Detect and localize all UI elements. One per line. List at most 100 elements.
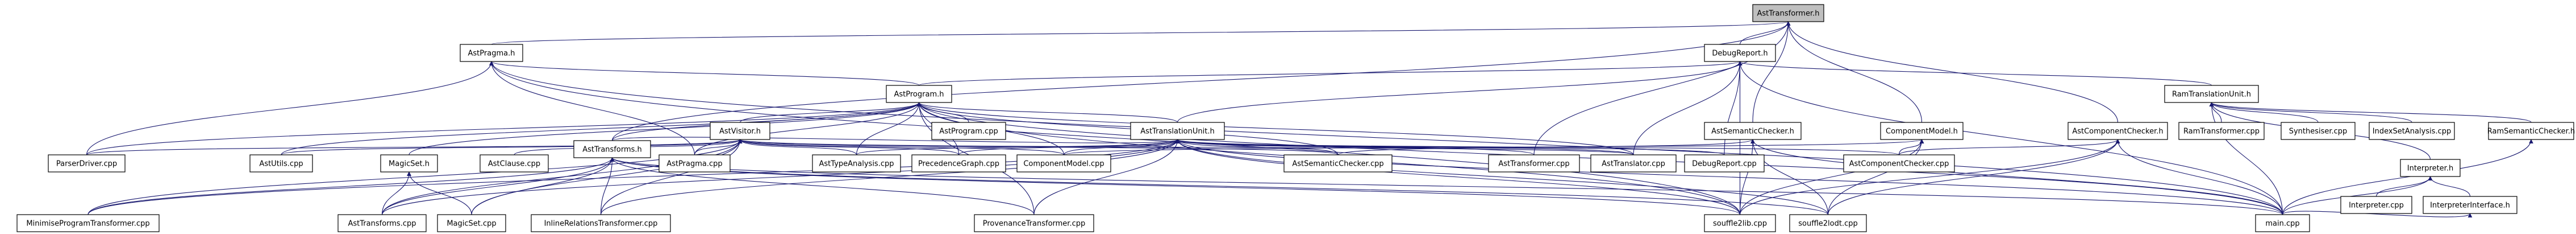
include-edge xyxy=(1033,139,1180,215)
node-box xyxy=(337,214,427,232)
node-box xyxy=(658,154,731,173)
node-synthesiser-cpp[interactable]: Synthesiser.cpp xyxy=(2281,122,2356,140)
node-magicset-h[interactable]: MagicSet.h xyxy=(380,154,438,173)
node-asttransformer-cpp[interactable]: AstTransformer.cpp xyxy=(1488,154,1580,173)
node-asttransforms-h[interactable]: AstTransforms.h xyxy=(573,140,651,158)
node-interpreter-cpp[interactable]: Interpreter.cpp xyxy=(2340,196,2412,214)
node-label: MagicSet.cpp xyxy=(447,220,496,228)
node-box xyxy=(1590,154,1677,173)
node-box xyxy=(1789,214,1867,232)
node-astpragma-cpp[interactable]: AstPragma.cpp xyxy=(658,154,731,173)
include-edge xyxy=(1786,21,1923,123)
include-edge xyxy=(916,102,1339,155)
include-edge xyxy=(491,21,1790,45)
include-edge xyxy=(1739,139,1755,215)
include-edge xyxy=(407,171,472,215)
include-edge xyxy=(600,139,743,215)
node-indexsetanalysis-cpp[interactable]: IndexSetAnalysis.cpp xyxy=(2369,122,2455,140)
include-edge xyxy=(1827,139,2120,215)
node-label: AstTransforms.cpp xyxy=(348,220,416,228)
node-label: IndexSetAnalysis.cpp xyxy=(2373,128,2451,136)
node-astprogram-h[interactable]: AstProgram.h xyxy=(886,85,952,103)
node-inlinerelationstransformer-cpp[interactable]: InlineRelationsTransformer.cpp xyxy=(531,214,671,232)
include-edge xyxy=(610,157,1035,215)
node-parserdriver-cpp[interactable]: ParserDriver.cpp xyxy=(48,154,126,173)
node-debugreport-cpp[interactable]: DebugReport.cpp xyxy=(1684,154,1765,173)
node-label: AstSemanticChecker.h xyxy=(1711,128,1794,136)
node-box xyxy=(2369,122,2455,140)
node-astcomponentchecker-cpp[interactable]: AstComponentChecker.cpp xyxy=(1843,154,1955,173)
node-asttypeanalysis-cpp[interactable]: AstTypeAnalysis.cpp xyxy=(812,154,901,173)
node-box xyxy=(2281,122,2356,140)
include-edge xyxy=(1175,139,2283,215)
node-label: InterpreterInterface.h xyxy=(2430,202,2510,210)
node-label: AstComponentChecker.h xyxy=(2072,128,2163,136)
node-label: AstPragma.h xyxy=(468,50,515,58)
node-souffle2lodt-cpp[interactable]: souffle2lodt.cpp xyxy=(1789,214,1867,232)
node-astvisitor-h[interactable]: AstVisitor.h xyxy=(710,122,770,140)
node-label: ComponentModel.cpp xyxy=(1023,160,1104,169)
node-ramsemanticchecker-h[interactable]: RamSemanticChecker.h xyxy=(2487,122,2575,140)
node-label: AstProgram.cpp xyxy=(939,128,998,136)
node-interpreter-h[interactable]: Interpreter.h xyxy=(2400,159,2461,177)
node-label: main.cpp xyxy=(2265,220,2299,228)
include-edge xyxy=(1737,61,2283,215)
node-label: AstSemanticChecker.cpp xyxy=(1292,160,1383,169)
node-componentmodel-cpp[interactable]: ComponentModel.cpp xyxy=(1016,154,1111,173)
node-main-cpp[interactable]: main.cpp xyxy=(2255,214,2310,232)
node-magicset-cpp[interactable]: MagicSet.cpp xyxy=(437,214,506,232)
include-edge xyxy=(1175,139,1535,155)
include-edge xyxy=(1724,61,1743,155)
include-edge xyxy=(737,139,960,155)
include-edge xyxy=(381,157,615,215)
node-label: RamTransformer.cpp xyxy=(2183,128,2260,136)
node-asttranslationunit-h[interactable]: AstTranslationUnit.h xyxy=(1130,122,1225,140)
include-edge xyxy=(2282,139,2533,215)
node-minimiseprogramtransformer-cpp[interactable]: MinimiseProgramTransformer.cpp xyxy=(16,214,160,232)
node-astsemanticchecker-h[interactable]: AstSemanticChecker.h xyxy=(1704,122,1802,140)
node-precedencegraph-cpp[interactable]: PrecedenceGraph.cpp xyxy=(911,154,1006,173)
include-edge xyxy=(737,139,857,155)
node-asttransforms-cpp[interactable]: AstTransforms.cpp xyxy=(337,214,427,232)
node-ramtransformer-cpp[interactable]: RamTransformer.cpp xyxy=(2178,122,2265,140)
include-edge xyxy=(916,102,1634,155)
node-box xyxy=(480,154,549,173)
node-astclause-cpp[interactable]: AstClause.cpp xyxy=(480,154,549,173)
node-astsemanticchecker-cpp[interactable]: AstSemanticChecker.cpp xyxy=(1283,154,1393,173)
node-label: RamSemanticChecker.h xyxy=(2487,128,2575,136)
node-box xyxy=(812,154,901,173)
include-edge xyxy=(737,139,1065,155)
node-astprogram-cpp[interactable]: AstProgram.cpp xyxy=(931,122,1006,140)
node-label: AstTranslator.cpp xyxy=(1602,160,1665,169)
node-componentmodel-h[interactable]: ComponentModel.h xyxy=(1880,122,1964,140)
node-astcomponentchecker-h[interactable]: AstComponentChecker.h xyxy=(2068,122,2168,140)
node-astutils-cpp[interactable]: AstUtils.cpp xyxy=(249,154,313,173)
node-label: AstClause.cpp xyxy=(488,160,540,169)
node-box xyxy=(2340,196,2412,214)
node-provenancetransformer-cpp[interactable]: ProvenanceTransformer.cpp xyxy=(974,214,1094,232)
node-asttranslator-cpp[interactable]: AstTranslator.cpp xyxy=(1590,154,1677,173)
include-edge xyxy=(2209,102,2283,215)
node-box xyxy=(2068,122,2168,140)
node-label: DebugReport.cpp xyxy=(1692,160,1757,169)
node-label: AstTransformer.cpp xyxy=(1498,160,1569,169)
node-label: AstPragma.cpp xyxy=(666,160,722,169)
include-edge xyxy=(918,61,1742,86)
node-ramtranslationunit-h[interactable]: RamTranslationUnit.h xyxy=(2164,85,2259,103)
node-debugreport-h[interactable]: DebugReport.h xyxy=(1704,44,1776,62)
include-edge xyxy=(1827,139,1924,215)
node-astpragma-h[interactable]: AstPragma.h xyxy=(460,44,523,62)
include-edge xyxy=(1175,139,1634,155)
include-edge xyxy=(1175,139,1339,155)
node-label: AstTranslationUnit.h xyxy=(1140,128,1214,136)
include-edge xyxy=(489,61,1741,215)
node-souffle2lib-cpp[interactable]: souffle2lib.cpp xyxy=(1704,214,1776,232)
node-interpreterinterface-h[interactable]: InterpreterInterface.h xyxy=(2423,196,2517,214)
node-asttransformer-h[interactable]: AstTransformer.h xyxy=(1752,4,1824,22)
node-box xyxy=(437,214,506,232)
include-edge xyxy=(1175,139,1741,215)
node-box xyxy=(710,122,770,140)
node-label: AstTransforms.h xyxy=(582,146,642,154)
include-edge xyxy=(1898,139,2120,155)
